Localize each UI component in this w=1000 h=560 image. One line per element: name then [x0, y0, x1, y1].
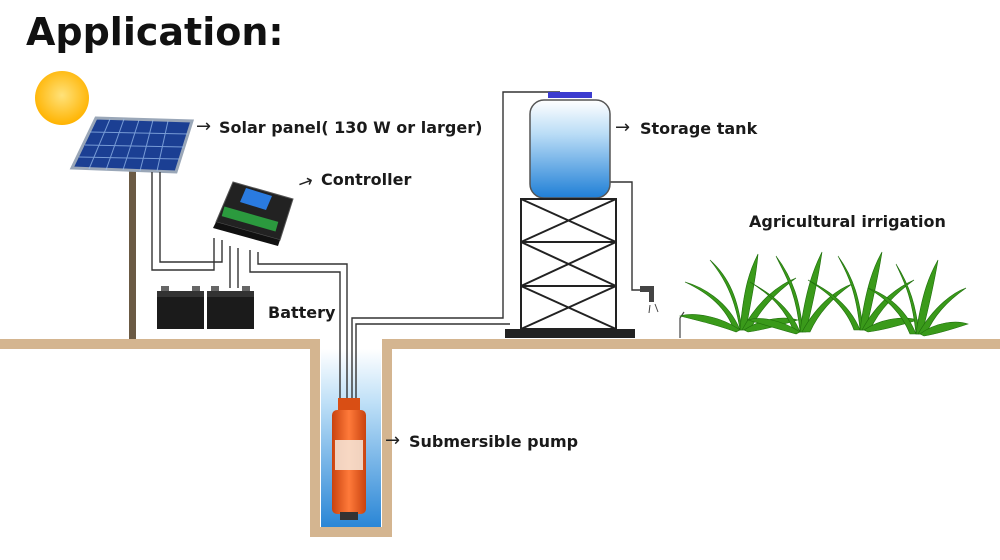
page-title: Application: — [26, 10, 284, 54]
arrow-icon: → — [615, 117, 631, 138]
arrow-icon: → — [196, 116, 212, 137]
storage-tank-icon — [505, 92, 635, 338]
arrow-icon: → — [385, 430, 401, 451]
label-storage-tank: Storage tank — [640, 119, 758, 138]
plants-icon — [678, 251, 969, 337]
label-submersible-pump: Submersible pump — [409, 432, 579, 451]
submersible-pump-icon — [332, 398, 366, 520]
label-battery: Battery — [268, 303, 336, 322]
sun-icon — [35, 71, 89, 125]
wiring — [151, 91, 646, 398]
battery-icon — [157, 286, 254, 329]
label-controller: Controller — [321, 170, 412, 189]
label-irrigation: Agricultural irrigation — [749, 212, 946, 231]
solar-panel-pole — [129, 170, 136, 339]
label-solar-panel: Solar panel( 130 W or larger) — [219, 118, 483, 137]
controller-icon — [213, 181, 294, 246]
faucet-icon — [640, 286, 685, 338]
solar-panel-icon — [69, 116, 195, 174]
